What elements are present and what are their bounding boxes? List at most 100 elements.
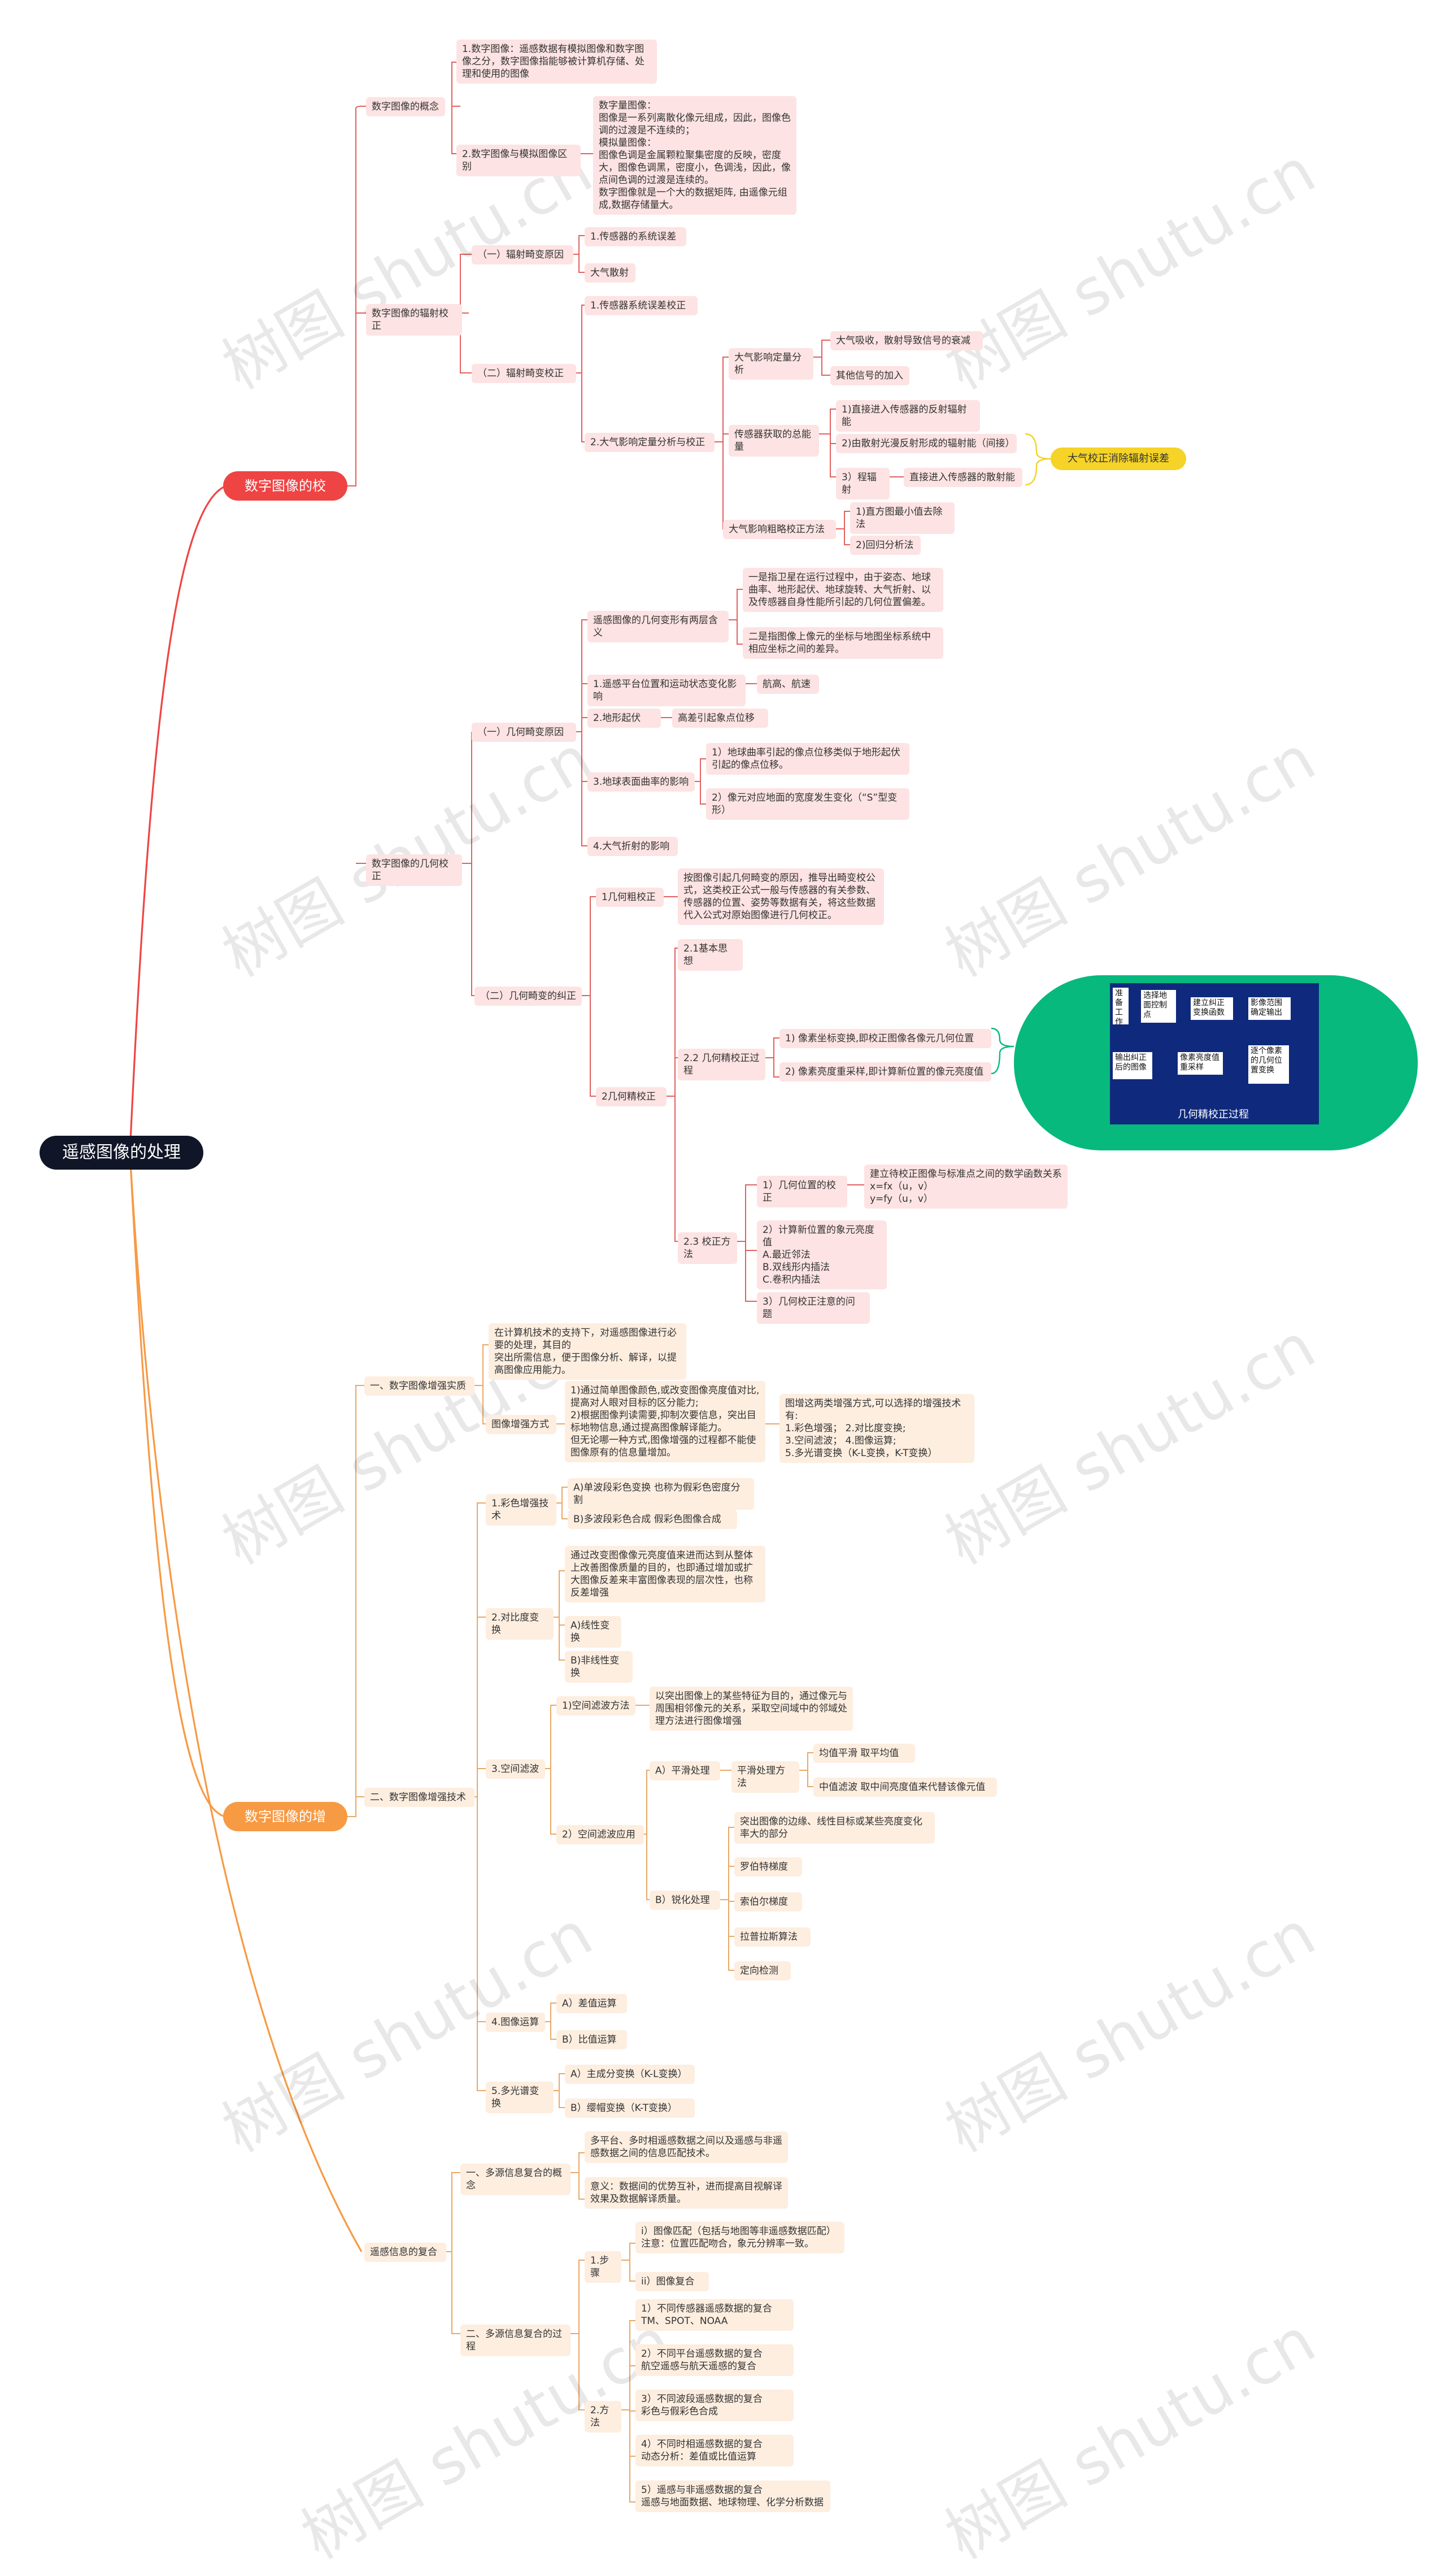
branch-correction[interactable]: 数字图像的校正 bbox=[223, 471, 347, 523]
node-geo-meaning2[interactable]: 二是指图像上像元的坐标与地图坐标系统中相应坐标之间的差异。 bbox=[743, 627, 943, 659]
node-geo-m1[interactable]: 1）几何位置的校正 bbox=[757, 1176, 847, 1207]
node-rad-total1[interactable]: 1)直接进入传感器的反射辐射能 bbox=[836, 400, 980, 432]
node-geo-c3b[interactable]: 2）像元对应地面的宽度发生变化（“S”型变形） bbox=[706, 788, 909, 820]
flow-box-transform: 建立纠正变换函数 bbox=[1191, 997, 1233, 1020]
node-enh-way[interactable]: 图像增强方式 bbox=[486, 1415, 556, 1434]
node-geo-meaning1[interactable]: 一是指卫星在运行过程中，由于姿态、地球曲率、地形起伏、地球旋转、大气折射、以及传… bbox=[743, 568, 943, 612]
node-enh-ms-a[interactable]: A）主成分变换（K-L变换） bbox=[565, 2065, 695, 2084]
node-rad-total2[interactable]: 2)由散射光漫反射形成的辐射能（间接） bbox=[836, 434, 1017, 453]
node-geo-method[interactable]: 2.3 校正方法 bbox=[678, 1232, 737, 1264]
node-rad-quant[interactable]: 大气影响定量分析 bbox=[729, 348, 813, 380]
node-geo-rough-text[interactable]: 按图像引起几何畸变的原因，推导出畸变校公式，这类校正公式一般与传感器的有关参数、… bbox=[678, 868, 884, 925]
node-rad-quant1[interactable]: 大气吸收，散射导致信号的衰减 bbox=[830, 331, 983, 350]
node-fusion-steps[interactable]: 1.步骤 bbox=[585, 2251, 621, 2283]
node-rad-total3b[interactable]: 直接进入传感器的散射能 bbox=[904, 468, 1022, 487]
node-rad-coarse1[interactable]: 1)直方图最小值去除法 bbox=[850, 502, 955, 534]
node-fusion-me2[interactable]: 2）不同平台遥感数据的复合 航空遥感与航天遥感的复合 bbox=[635, 2344, 794, 2376]
node-enh-sh4[interactable]: 定向检测 bbox=[734, 1961, 791, 1980]
node-fusion-me4[interactable]: 4）不同时相遥感数据的复合 动态分析：差值或比值运算 bbox=[635, 2435, 794, 2466]
root-node[interactable]: 遥感图像的处理 bbox=[40, 1136, 203, 1170]
node-rad-total[interactable]: 传感器获取的总能量 bbox=[729, 425, 819, 457]
node-enh-sh0[interactable]: 突出图像的边缘、线性目标或某些亮度变化率大的部分 bbox=[734, 1812, 935, 1844]
node-rad-coarse[interactable]: 大气影响粗略校正方法 bbox=[723, 520, 836, 539]
node-geo-c2b[interactable]: 高差引起象点位移 bbox=[672, 709, 768, 728]
node-rad-total3[interactable]: 3）程辐射 bbox=[836, 468, 890, 499]
node-geo-c1[interactable]: 1.遥感平台位置和运动状态变化影响 bbox=[587, 675, 746, 706]
node-enh-sh3[interactable]: 拉普拉斯算法 bbox=[734, 1927, 811, 1947]
node-enh-color[interactable]: 1.彩色增强技术 bbox=[486, 1494, 556, 1526]
node-geometric[interactable]: 数字图像的几何校正 bbox=[366, 854, 462, 886]
node-geo-c3[interactable]: 3.地球表面曲率的影响 bbox=[587, 772, 695, 792]
node-enh-sm1[interactable]: 均值平滑 取平均值 bbox=[813, 1744, 915, 1763]
branch-enhance[interactable]: 数字图像的增强 bbox=[223, 1802, 347, 1854]
node-enh-smooth[interactable]: A）平滑处理 bbox=[650, 1761, 720, 1780]
node-geo-proc[interactable]: 2.2 几何精校正过程 bbox=[678, 1049, 765, 1080]
node-enh-ms[interactable]: 5.多光谱变换 bbox=[486, 2082, 554, 2113]
node-enh-contrast[interactable]: 2.对比度变换 bbox=[486, 1608, 554, 1640]
node-geo-c3a[interactable]: 1）地球曲率引起的像点位移类似于地形起伏引起的像点位移。 bbox=[706, 743, 909, 775]
node-fusion-me3[interactable]: 3）不同波段遥感数据的复合 彩色与假彩色合成 bbox=[635, 2390, 794, 2421]
node-fusion-step2[interactable]: ii）图像复合 bbox=[635, 2272, 709, 2291]
node-geo-c4[interactable]: 4.大气折射的影响 bbox=[587, 837, 678, 856]
node-geo-fine[interactable]: 2几何精校正 bbox=[596, 1087, 667, 1106]
node-enh-way-list[interactable]: 图增这两类增强方式,可以选择的增强技术有: 1.彩色增强； 2.对比度变换; 3… bbox=[779, 1394, 974, 1463]
node-enh-spatial[interactable]: 3.空间滤波 bbox=[486, 1760, 545, 1779]
node-geo-m1b[interactable]: 建立待校正图像与标准点之间的数学函数关系 x=fx（u，v） y=fy（u，v） bbox=[864, 1165, 1068, 1209]
node-enh-contrast-text[interactable]: 通过改变图像像元亮度值来进而达到从整体上改善图像质量的目的，也即通过增加或扩大图… bbox=[565, 1546, 765, 1602]
node-enh-smooth-method[interactable]: 平滑处理方法 bbox=[731, 1761, 799, 1793]
node-rad-cause[interactable]: （一）辐射畸变原因 bbox=[472, 245, 573, 264]
node-enh-sp1[interactable]: 1)空间滤波方法 bbox=[556, 1696, 635, 1715]
node-geo-proc1[interactable]: 1) 像素坐标变换,即校正图像各像元几何位置 bbox=[779, 1029, 991, 1048]
node-rad-cause2[interactable]: 大气散射 bbox=[585, 263, 635, 283]
node-enh-ms-b[interactable]: B）缨帽变换（K-T变换） bbox=[565, 2099, 695, 2118]
node-fusion-process[interactable]: 二、多源信息复合的过程 bbox=[460, 2325, 570, 2356]
node-geo-c2[interactable]: 2.地形起伏 bbox=[587, 709, 661, 728]
node-geo-proc2[interactable]: 2) 像素亮度重采样,即计算新位置的像元亮度值 bbox=[779, 1062, 991, 1081]
node-fusion-concept[interactable]: 一、多源信息复合的概念 bbox=[460, 2164, 570, 2195]
tag-yellow[interactable]: 大气校正消除辐射误差 bbox=[1051, 448, 1186, 470]
node-enh-sh2[interactable]: 索伯尔梯度 bbox=[734, 1892, 802, 1912]
node-rad-fix2[interactable]: 2.大气影响定量分析与校正 bbox=[585, 433, 715, 452]
node-concept-diff[interactable]: 2.数字图像与模拟图像区别 bbox=[456, 145, 581, 176]
node-enh-contrast-a[interactable]: A)线性变换 bbox=[565, 1616, 621, 1648]
node-enh-sp2[interactable]: 2）空间滤波应用 bbox=[556, 1825, 644, 1844]
node-fusion-concept1[interactable]: 多平台、多时相遥感数据之间以及遥感与非遥感数据之间的信息匹配技术。 bbox=[585, 2131, 788, 2163]
node-enh-sp1-text[interactable]: 以突出图像上的某些特征为目的，通过像元与周围相邻像元的关系，采取空间域中的邻域处… bbox=[650, 1687, 853, 1731]
node-enh-color-b[interactable]: B)多波段彩色合成 假彩色图像合成 bbox=[568, 1510, 737, 1529]
node-fusion-me1[interactable]: 1）不同传感器遥感数据的复合 TM、SPOT、NOAA bbox=[635, 2299, 794, 2331]
node-rad-quant2[interactable]: 其他信号的加入 bbox=[830, 366, 909, 385]
node-enh-color-a[interactable]: A)单波段彩色变换 也称为假彩色密度分割 bbox=[568, 1478, 754, 1510]
node-enh-way-text[interactable]: 1)通过简单图像颜色,或改变图像亮度值对比,提高对人眼对目标的区分能力; 2)根… bbox=[565, 1381, 765, 1462]
node-rad-fix1[interactable]: 1.传感器系统误差校正 bbox=[585, 296, 698, 315]
node-geo-meaning[interactable]: 遥感图像的几何变形有两层含义 bbox=[587, 611, 729, 642]
node-concept[interactable]: 数字图像的概念 bbox=[366, 97, 445, 116]
node-geo-cause[interactable]: （一）几何畸变原因 bbox=[472, 723, 576, 742]
node-rad-cause1[interactable]: 1.传感器的系统误差 bbox=[585, 227, 686, 246]
node-geo-rough[interactable]: 1几何粗校正 bbox=[596, 888, 664, 907]
node-enh-sh1[interactable]: 罗伯特梯度 bbox=[734, 1857, 802, 1876]
node-enh-def[interactable]: 一、数字图像增强实质 bbox=[364, 1376, 474, 1396]
node-fusion-methods[interactable]: 2.方法 bbox=[585, 2401, 621, 2432]
node-fusion-step1[interactable]: i）图像匹配（包括与地图等非遥感数据匹配）注意：位置匹配吻合，象元分辨率一致。 bbox=[635, 2222, 844, 2253]
node-enh-def-text[interactable]: 在计算机技术的支持下，对遥感图像进行必要的处理，其目的 突出所需信息，便于图像分… bbox=[489, 1323, 686, 1380]
node-geo-basic[interactable]: 2.1基本思想 bbox=[678, 939, 743, 971]
node-enh-calc[interactable]: 4.图像运算 bbox=[486, 2013, 545, 2032]
node-geo-m3[interactable]: 3）几何校正注意的问题 bbox=[757, 1292, 870, 1324]
node-fusion-concept2[interactable]: 意义：数据间的优势互补，进而提高目视解译效果及数据解译质量。 bbox=[585, 2177, 788, 2209]
node-enh-contrast-b[interactable]: B)非线性变换 bbox=[565, 1651, 633, 1683]
node-fusion[interactable]: 遥感信息的复合 bbox=[364, 2243, 446, 2262]
node-enh-calc-b[interactable]: B）比值运算 bbox=[556, 2030, 627, 2049]
node-rad-coarse2[interactable]: 2)回归分析法 bbox=[850, 536, 921, 555]
node-enh-sm2[interactable]: 中值滤波 取中间亮度值来代替该像元值 bbox=[813, 1778, 997, 1797]
node-concept-diff-text[interactable]: 数字量图像： 图像是一系列离散化像元组成，因此，图像色调的过渡是不连续的； 模拟… bbox=[593, 96, 796, 215]
node-enh-tech[interactable]: 二、数字图像增强技术 bbox=[364, 1788, 474, 1807]
node-rad-fix[interactable]: （二）辐射畸变校正 bbox=[472, 364, 576, 383]
node-radiometric[interactable]: 数字图像的辐射校正 bbox=[366, 304, 462, 336]
node-geo-c1b[interactable]: 航高、航速 bbox=[757, 675, 819, 694]
node-concept-def[interactable]: 1.数字图像：遥感数据有模拟图像和数字图像之分，数字图像指能够被计算机存储、处理… bbox=[456, 40, 657, 84]
node-geo-m2[interactable]: 2）计算新位置的象元亮度值 A.最近邻法 B.双线形内插法 C.卷积内插法 bbox=[757, 1220, 887, 1289]
node-geo-fix[interactable]: （二）几何畸变的纠正 bbox=[474, 987, 582, 1006]
node-fusion-me5[interactable]: 5）遥感与非遥感数据的复合 遥感与地面数据、地球物理、化学分析数据 bbox=[635, 2481, 830, 2512]
node-enh-sharp[interactable]: B）锐化处理 bbox=[650, 1891, 720, 1910]
node-enh-calc-a[interactable]: A）差值运算 bbox=[556, 1994, 627, 2013]
